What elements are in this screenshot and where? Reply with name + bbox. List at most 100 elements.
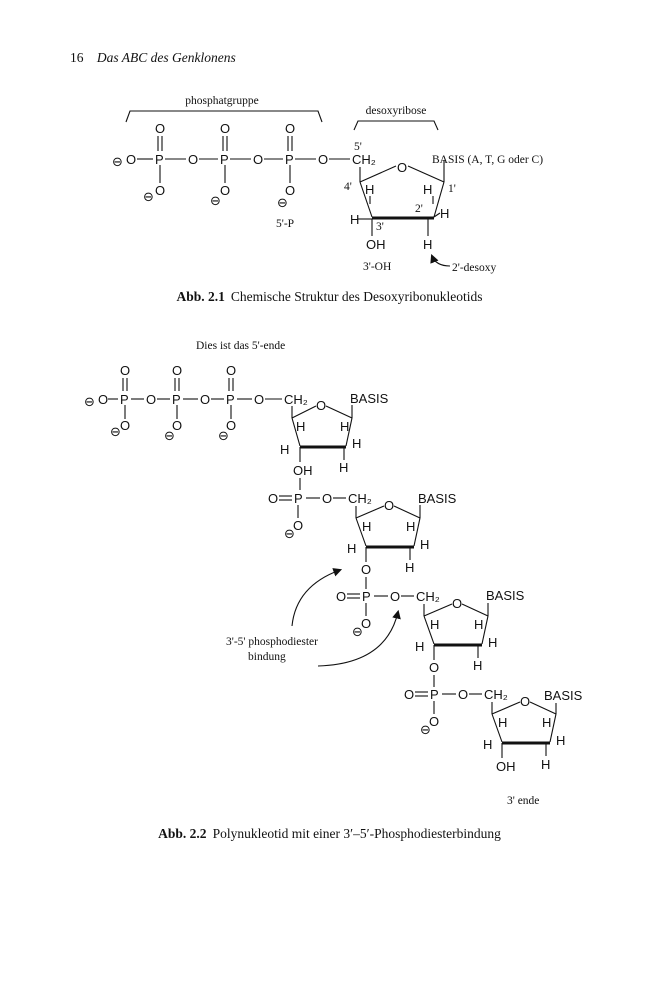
ch2-group: CH₂	[352, 152, 376, 167]
ch2-group: CH₂	[416, 589, 440, 604]
bond-label-line-2: bindung	[248, 651, 286, 663]
oxygen-atom: O	[429, 714, 439, 729]
hydroxyl-group: OH	[293, 463, 313, 478]
hydrogen-atom: H	[541, 757, 550, 772]
oxygen-atom: O	[429, 660, 439, 675]
phosphorus-atom: P	[120, 392, 129, 407]
base-label: BASIS	[350, 391, 389, 406]
page-number: 16	[70, 50, 84, 65]
phosphate-brace-label: phosphatgruppe	[185, 95, 258, 107]
minus-charge: ⊖	[110, 424, 121, 439]
figure-2-1: phosphatgruppe desoxyribose ⊖ O P O P O …	[112, 95, 543, 274]
hydrogen-atom: H	[347, 541, 356, 556]
hydrogen-atom: H	[420, 537, 429, 552]
oxygen-atom: O	[336, 589, 346, 604]
label-2-desoxy: 2'-desoxy	[452, 262, 496, 274]
minus-charge: ⊖	[112, 154, 123, 169]
caption-text: Chemische Struktur des Desoxyribonukleot…	[230, 289, 483, 304]
base-label: BASIS	[544, 688, 583, 703]
oxygen-atom: O	[172, 363, 182, 378]
oxygen-atom: O	[361, 616, 371, 631]
position-1-label: 1'	[448, 183, 456, 195]
bond-label-line-1: 3'-5' phosphodiester	[226, 636, 318, 648]
hydrogen-atom: H	[280, 442, 289, 457]
hydrogen-atom: H	[542, 715, 551, 730]
oxygen-atom: O	[200, 392, 210, 407]
caption-figure-2-1: Abb. 2.1 Chemische Struktur des Desoxyrib…	[0, 289, 659, 305]
sugar-unit-3: O BASIS H H H H H O	[415, 588, 525, 675]
phosphorus-atom: P	[430, 687, 439, 702]
position-3-label: 3'	[376, 221, 384, 233]
hydrogen-atom: H	[296, 419, 305, 434]
hydrogen-atom: H	[440, 206, 449, 221]
label-3-hydroxyl: 3'-OH	[363, 261, 391, 273]
hydrogen-atom: H	[556, 733, 565, 748]
oxygen-atom: O	[120, 363, 130, 378]
hydrogen-atom: H	[339, 460, 348, 475]
hydrogen-atom: H	[430, 617, 439, 632]
oxygen-atom: O	[120, 418, 130, 433]
phosphorus-atom: P	[285, 152, 294, 167]
sugar-brace	[353, 120, 439, 131]
phosphorus-atom: P	[220, 152, 229, 167]
sugar-brace-label: desoxyribose	[366, 105, 427, 117]
ring-oxygen: O	[452, 596, 462, 611]
oxygen-atom: O	[253, 152, 263, 167]
phosphate-brace	[125, 110, 323, 123]
position-5-label: 5'	[354, 141, 362, 153]
ch2-group: CH₂	[284, 392, 308, 407]
caption-number: Abb. 2.1	[176, 289, 225, 304]
sugar-unit-4: O BASIS H H H H OH H	[483, 688, 583, 774]
oxygen-atom: O	[146, 392, 156, 407]
position-4-label: 4'	[344, 181, 352, 193]
oxygen-atom: O	[226, 363, 236, 378]
minus-charge: ⊖	[352, 624, 363, 639]
hydrogen-atom: H	[423, 182, 432, 197]
base-label: BASIS	[486, 588, 525, 603]
minus-charge: ⊖	[218, 428, 229, 443]
hydrogen-atom: H	[406, 519, 415, 534]
hydrogen-atom: H	[415, 639, 424, 654]
hydroxyl-group: OH	[366, 237, 386, 252]
hydrogen-atom: H	[483, 737, 492, 752]
oxygen-atom: O	[285, 183, 295, 198]
hydrogen-atom: H	[405, 560, 414, 575]
oxygen-atom: O	[318, 152, 328, 167]
caption-number: Abb. 2.2	[158, 826, 207, 841]
oxygen-atom: O	[220, 121, 230, 136]
page-header: 16 Das ABC des Genklonens	[70, 50, 236, 66]
hydrogen-atom: H	[488, 635, 497, 650]
phosphorus-atom: P	[155, 152, 164, 167]
hydrogen-atom: H	[362, 519, 371, 534]
phosphorus-atom: P	[172, 392, 181, 407]
oxygen-atom: O	[188, 152, 198, 167]
ch2-group: CH₂	[484, 687, 508, 702]
five-prime-end-label: Dies ist das 5'-ende	[196, 340, 285, 352]
phosphorus-atom: P	[362, 589, 371, 604]
hydrogen-atom: H	[365, 182, 374, 197]
ring-oxygen: O	[316, 398, 326, 413]
label-5-phosphate: 5'-P	[276, 218, 294, 230]
minus-charge: ⊖	[164, 428, 175, 443]
hydrogen-atom: H	[340, 419, 349, 434]
hydrogen-atom: H	[352, 436, 361, 451]
oxygen-atom: O	[285, 121, 295, 136]
minus-charge: ⊖	[210, 193, 221, 208]
ring-oxygen: O	[397, 160, 407, 175]
oxygen-atom: O	[172, 418, 182, 433]
hydrogen-atom: H	[474, 617, 483, 632]
oxygen-atom: O	[220, 183, 230, 198]
minus-charge: ⊖	[284, 526, 295, 541]
oxygen-atom: O	[155, 183, 165, 198]
oxygen-atom: O	[322, 491, 332, 506]
ch2-group: CH₂	[348, 491, 372, 506]
hydrogen-atom: H	[350, 212, 359, 227]
minus-charge: ⊖	[277, 195, 288, 210]
base-label: BASIS	[418, 491, 457, 506]
oxygen-atom: O	[361, 562, 371, 577]
hydrogen-atom: H	[473, 658, 482, 673]
hydrogen-atom: H	[423, 237, 432, 252]
bond-arrow-lower	[317, 609, 401, 667]
minus-charge: ⊖	[143, 189, 154, 204]
